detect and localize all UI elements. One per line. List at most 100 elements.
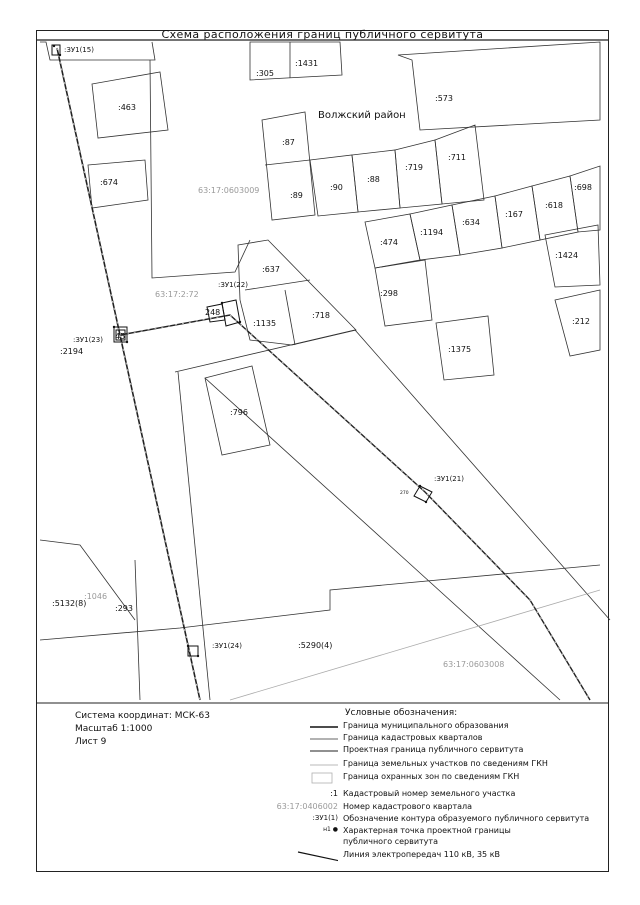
legend-text-point-cont: публичного сервитута	[343, 837, 438, 846]
parcel-87-89-divider	[264, 159, 311, 166]
power-line-group	[56, 47, 591, 701]
district-label: Волжский район	[318, 110, 406, 121]
parcel-637-718-1135	[237, 239, 357, 346]
parcel-label-212: :212	[572, 317, 590, 326]
legend-row-parcels: Граница земельных участков по сведениям …	[250, 759, 600, 771]
parcel-lower-boundary	[39, 564, 601, 641]
contour-24-box	[187, 645, 199, 657]
sheet-number-text: Лист 9	[75, 737, 107, 747]
parcel-212	[554, 289, 601, 357]
point-marker	[238, 320, 242, 324]
parcel-long-strip-upper	[174, 329, 611, 621]
parcel-305-1431	[249, 41, 343, 81]
parcel-674	[87, 159, 149, 209]
contour-15-box	[51, 44, 61, 56]
legend-row-servitude: Проектная граница публичного сервитута	[250, 745, 600, 757]
parcel-298	[374, 259, 433, 327]
legend-symbol-point: н1 ●	[250, 826, 338, 838]
quarter-label-2-72: 63:17:2:72	[155, 290, 199, 299]
map-sheet-frame	[36, 30, 609, 872]
parcel-label-634: :634	[462, 218, 480, 227]
parcel-698	[569, 165, 601, 233]
legend-row-quarter-number: 63:17:0406002 Номер кадастрового квартал…	[250, 802, 600, 814]
quarter-label-0603008: 63:17:0603008	[443, 660, 504, 669]
legend-row-point-cont: публичного сервитута	[250, 837, 600, 849]
parcel-label-674: :674	[100, 178, 118, 187]
parcel-long-strip-lower	[204, 377, 561, 701]
parcel-1424	[544, 224, 601, 288]
point-marker	[220, 301, 224, 305]
parcel-label-637: :637	[262, 265, 280, 274]
parcel-label-1135: :1135	[253, 319, 276, 328]
parcel-label-305: :305	[256, 69, 274, 78]
parcel-label-719: :719	[405, 163, 423, 172]
parcel-label-618: :618	[545, 201, 563, 210]
parcel-lower-faint	[229, 589, 601, 701]
contour-label-21: :ЗУ1(21)	[434, 475, 464, 483]
legend-symbol-quarters	[310, 738, 338, 740]
point-marker	[418, 484, 422, 488]
legend-row-point: н1 ● Характерная точка проектной границы	[250, 826, 600, 838]
contour-23-inner	[115, 329, 126, 341]
parcel-lower-left-vertical	[134, 559, 141, 701]
parcel-label-573: :573	[435, 94, 453, 103]
parcel-lower-left	[39, 539, 136, 621]
scale-text: Масштаб 1:1000	[75, 724, 153, 734]
legend-row-contour: :ЗУ1(1) Обозначение контура образуемого …	[250, 814, 600, 826]
parcel-label-1194: :1194	[420, 228, 443, 237]
parcel-label-1046: :1046	[84, 592, 107, 601]
power-line-east	[119, 314, 591, 701]
parcel-label-270: 270	[400, 490, 409, 496]
legend-text-point: Характерная точка проектной границы	[343, 826, 511, 835]
legend-text-parcel-number: Кадастровый номер земельного участка	[343, 789, 516, 798]
parcel-796	[204, 365, 271, 456]
point-marker	[112, 325, 116, 329]
legend-symbol-servitude	[310, 750, 338, 752]
parcel-87-89	[261, 111, 316, 221]
cadastral-map[interactable]: :305 :1431 :463 :573 :87 :89 :90 :88 :71…	[0, 0, 640, 705]
map-title: Схема расположения границ публичного сер…	[161, 28, 484, 41]
parcel-label-1375: :1375	[448, 345, 471, 354]
parcel-label-90: :90	[330, 183, 343, 192]
parcel-label-463: :463	[118, 103, 136, 112]
contour-label-24: :ЗУ1(24)	[212, 642, 242, 650]
legend-row-zones: Граница охранных зон по сведениям ГКН	[250, 772, 600, 784]
legend-row-power: Линия электропередач 110 кВ, 35 кВ	[250, 850, 600, 862]
contour-label-22: :ЗУ1(22)	[218, 281, 248, 289]
parcel-label-796: :796	[230, 408, 248, 417]
parcel-top-left	[40, 41, 156, 61]
parcel-label-718: :718	[312, 311, 330, 320]
parcel-boundaries	[39, 41, 611, 701]
legend-sample-contour: :ЗУ1(1)	[312, 814, 338, 822]
legend-sample-quarter: 63:17:0406002	[276, 802, 338, 811]
parcel-label-167: :167	[505, 210, 523, 219]
legend-text-power: Линия электропередач 110 кВ, 35 кВ	[343, 850, 501, 859]
characteristic-points	[52, 44, 428, 658]
parcel-711	[434, 124, 485, 205]
parcel-label-698: :698	[574, 183, 592, 192]
legend-text-quarters: Граница кадастровых кварталов	[343, 733, 483, 742]
point-marker	[125, 340, 129, 344]
legend-row-municipal: Граница муниципального образования	[250, 721, 600, 733]
parcel-label-293: :293	[115, 604, 133, 613]
contour-23-box	[113, 326, 128, 343]
contour-label-23: :ЗУ1(23)	[73, 336, 103, 344]
parcel-1135-divider	[284, 289, 296, 346]
parcel-label-45: 45	[115, 332, 125, 341]
parcel-573	[397, 41, 601, 131]
point-marker	[186, 644, 190, 648]
legend-sample-parcel: :1	[330, 789, 338, 798]
legend-row-quarters: Граница кадастровых кварталов	[250, 733, 600, 745]
parcel-719	[394, 139, 443, 209]
parcel-label-2194: :2194	[60, 347, 83, 356]
contour-22-adjacent	[206, 303, 226, 323]
legend-text-municipal: Граница муниципального образования	[343, 721, 509, 730]
parcel-label-248: 248	[205, 308, 220, 317]
legend-symbol-power	[297, 851, 338, 862]
legend-symbol-municipal	[310, 726, 338, 728]
power-line-east-dash	[119, 314, 591, 701]
parcel-label-88: :88	[367, 175, 380, 184]
legend-text-parcels: Граница земельных участков по сведениям …	[343, 759, 548, 768]
parcel-637-divider	[244, 279, 311, 291]
contour-label-15: :ЗУ1(15)	[64, 46, 94, 54]
